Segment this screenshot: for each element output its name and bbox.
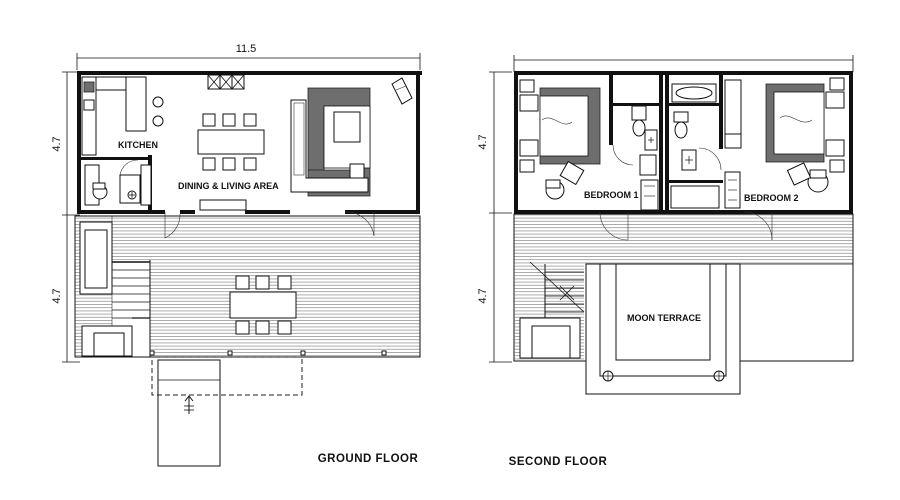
bedroom-1-label: BEDROOM 1 [584, 190, 639, 200]
deck-dining-table [229, 275, 297, 335]
ground-height-dimensions: 4.7 4.7 [51, 71, 80, 363]
ground-width-label: 11.5 [236, 43, 257, 55]
bathroom-2-fixtures [670, 83, 722, 209]
interior-dining-table [197, 113, 265, 171]
ground-doors [164, 211, 375, 239]
ground-floor-title: GROUND FLOOR [318, 453, 419, 465]
kitchen-fixtures [81, 76, 164, 206]
ground-lower-height-label: 4.7 [51, 288, 63, 303]
second-floor-title: SECOND FLOOR [509, 456, 608, 468]
ground-stair-block [79, 221, 150, 357]
second-floor-plan: 4.7 4.7 [477, 55, 854, 468]
ground-floor-plan: 11.5 4.7 4.7 [51, 43, 422, 467]
bathroom-1-fixtures [631, 105, 658, 176]
second-stair-block [514, 261, 585, 361]
moon-terrace: MOON TERRACE [585, 263, 741, 395]
moon-terrace-label: MOON TERRACE [627, 313, 701, 323]
bedroom-2-label: BEDROOM 2 [744, 193, 799, 203]
second-lower-height-label: 4.7 [477, 288, 489, 303]
ground-top-fixtures [199, 74, 247, 211]
living-area-furniture [290, 77, 413, 197]
dining-living-label: DINING & LIVING AREA [178, 181, 279, 191]
ground-entry [151, 356, 303, 467]
second-upper-height-label: 4.7 [477, 134, 489, 149]
kitchen-label: KITCHEN [118, 140, 158, 150]
ground-upper-height-label: 4.7 [51, 136, 63, 151]
bedroom-2-furniture [724, 77, 845, 209]
second-house-walls [514, 71, 853, 214]
second-doors [599, 211, 773, 241]
second-height-dimensions: 4.7 4.7 [477, 71, 512, 363]
ground-width-dimension: 11.5 [76, 43, 421, 70]
bedroom-1-furniture [519, 79, 659, 211]
second-deck-roof [513, 213, 854, 362]
